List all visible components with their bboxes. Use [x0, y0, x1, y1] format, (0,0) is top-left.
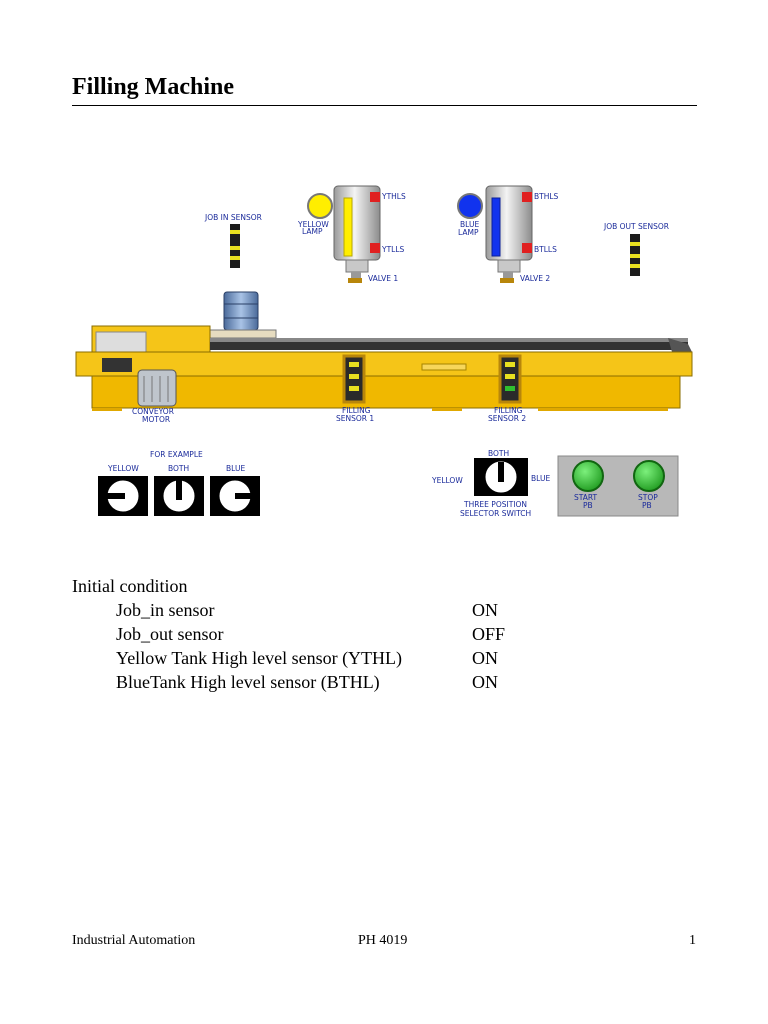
condition-row: Job_in sensor ON — [116, 600, 566, 624]
for-example-label: FOR EXAMPLE — [150, 450, 203, 459]
conveyor-motor-label-1: CONVEYOR — [132, 407, 174, 416]
job-out-sensor — [630, 234, 640, 276]
initial-condition-heading: Initial condition — [72, 576, 188, 596]
start-push-button[interactable] — [572, 460, 604, 492]
blue-lamp — [457, 193, 483, 219]
yellow-tank — [333, 185, 381, 283]
start-pb-label-2: PB — [583, 501, 593, 510]
filling-sensor-1 — [342, 354, 366, 404]
filling-sensor-1-label-1: FILLING — [342, 406, 371, 415]
yellow-lamp — [307, 193, 333, 219]
yellow-lamp-label-2: LAMP — [302, 227, 323, 236]
three-position-selector-switch[interactable] — [474, 458, 528, 496]
selector-both-label: BOTH — [488, 449, 509, 458]
stop-push-button[interactable] — [633, 460, 665, 492]
blue-lamp-label-2: LAMP — [458, 228, 479, 237]
condition-value: OFF — [472, 624, 506, 644]
yellow-lamp-label-1: YELLOW — [297, 220, 329, 229]
btlls-label: BTLLS — [534, 245, 557, 254]
conveyor — [75, 325, 693, 411]
condition-label: Yellow Tank High level sensor (YTHL) — [116, 648, 403, 668]
example-switch-yellow — [98, 476, 148, 516]
condition-label: BlueTank High level sensor (BTHL) — [116, 672, 380, 692]
selector-blue-label: BLUE — [531, 474, 550, 483]
ythls-label: YTHLS — [381, 192, 406, 201]
example-yellow-label: YELLOW — [107, 464, 139, 473]
job-out-sensor-label: JOB OUT SENSOR — [603, 222, 669, 231]
job-in-sensor — [230, 224, 240, 268]
stop-pb-label-1: STOP — [638, 493, 658, 502]
condition-value: ON — [472, 672, 498, 692]
blue-tank — [485, 185, 533, 283]
start-pb-label-1: START — [574, 493, 598, 502]
condition-row: Job_out sensor OFF — [116, 624, 566, 648]
title-rule — [72, 105, 697, 106]
job-in-sensor-label: JOB IN SENSOR — [204, 213, 262, 222]
bthls-label: BTHLS — [534, 192, 559, 201]
selector-yellow-label: YELLOW — [431, 476, 463, 485]
ytlls-label: YTLLS — [381, 245, 405, 254]
conveyor-motor-label-2: MOTOR — [142, 415, 170, 424]
filling-sensor-2 — [498, 354, 522, 404]
footer-left: Industrial Automation — [72, 933, 196, 948]
condition-value: ON — [472, 648, 498, 668]
condition-value: ON — [472, 600, 498, 620]
condition-label: Job_in sensor — [116, 600, 215, 620]
footer-center: PH 4019 — [358, 933, 408, 948]
valve1-label: VALVE 1 — [368, 274, 398, 283]
condition-label: Job_out sensor — [116, 624, 224, 644]
filling-sensor-2-label-2: SENSOR 2 — [488, 414, 526, 423]
selector-caption-2: SELECTOR SWITCH — [460, 509, 531, 518]
blue-lamp-label-1: BLUE — [460, 220, 479, 229]
example-switch-blue — [210, 476, 260, 516]
valve2-label: VALVE 2 — [520, 274, 550, 283]
stop-pb-label-2: PB — [642, 501, 652, 510]
drum-job — [209, 291, 277, 344]
footer-page-number: 1 — [689, 933, 696, 948]
example-switch-both — [154, 476, 204, 516]
filling-sensor-1-label-2: SENSOR 1 — [336, 414, 374, 423]
condition-row: Yellow Tank High level sensor (YTHL) ON — [116, 648, 566, 672]
filling-machine-diagram: JOB IN SENSOR YELLOW LAMP YTHLS YTLLS VA… — [75, 185, 693, 518]
condition-row: BlueTank High level sensor (BTHL) ON — [116, 672, 566, 696]
example-both-label: BOTH — [168, 464, 189, 473]
page-title: Filling Machine — [72, 74, 234, 100]
selector-caption-1: THREE POSITION — [463, 500, 527, 509]
conveyor-motor — [137, 369, 177, 407]
filling-sensor-2-label-1: FILLING — [494, 406, 523, 415]
example-blue-label: BLUE — [226, 464, 245, 473]
